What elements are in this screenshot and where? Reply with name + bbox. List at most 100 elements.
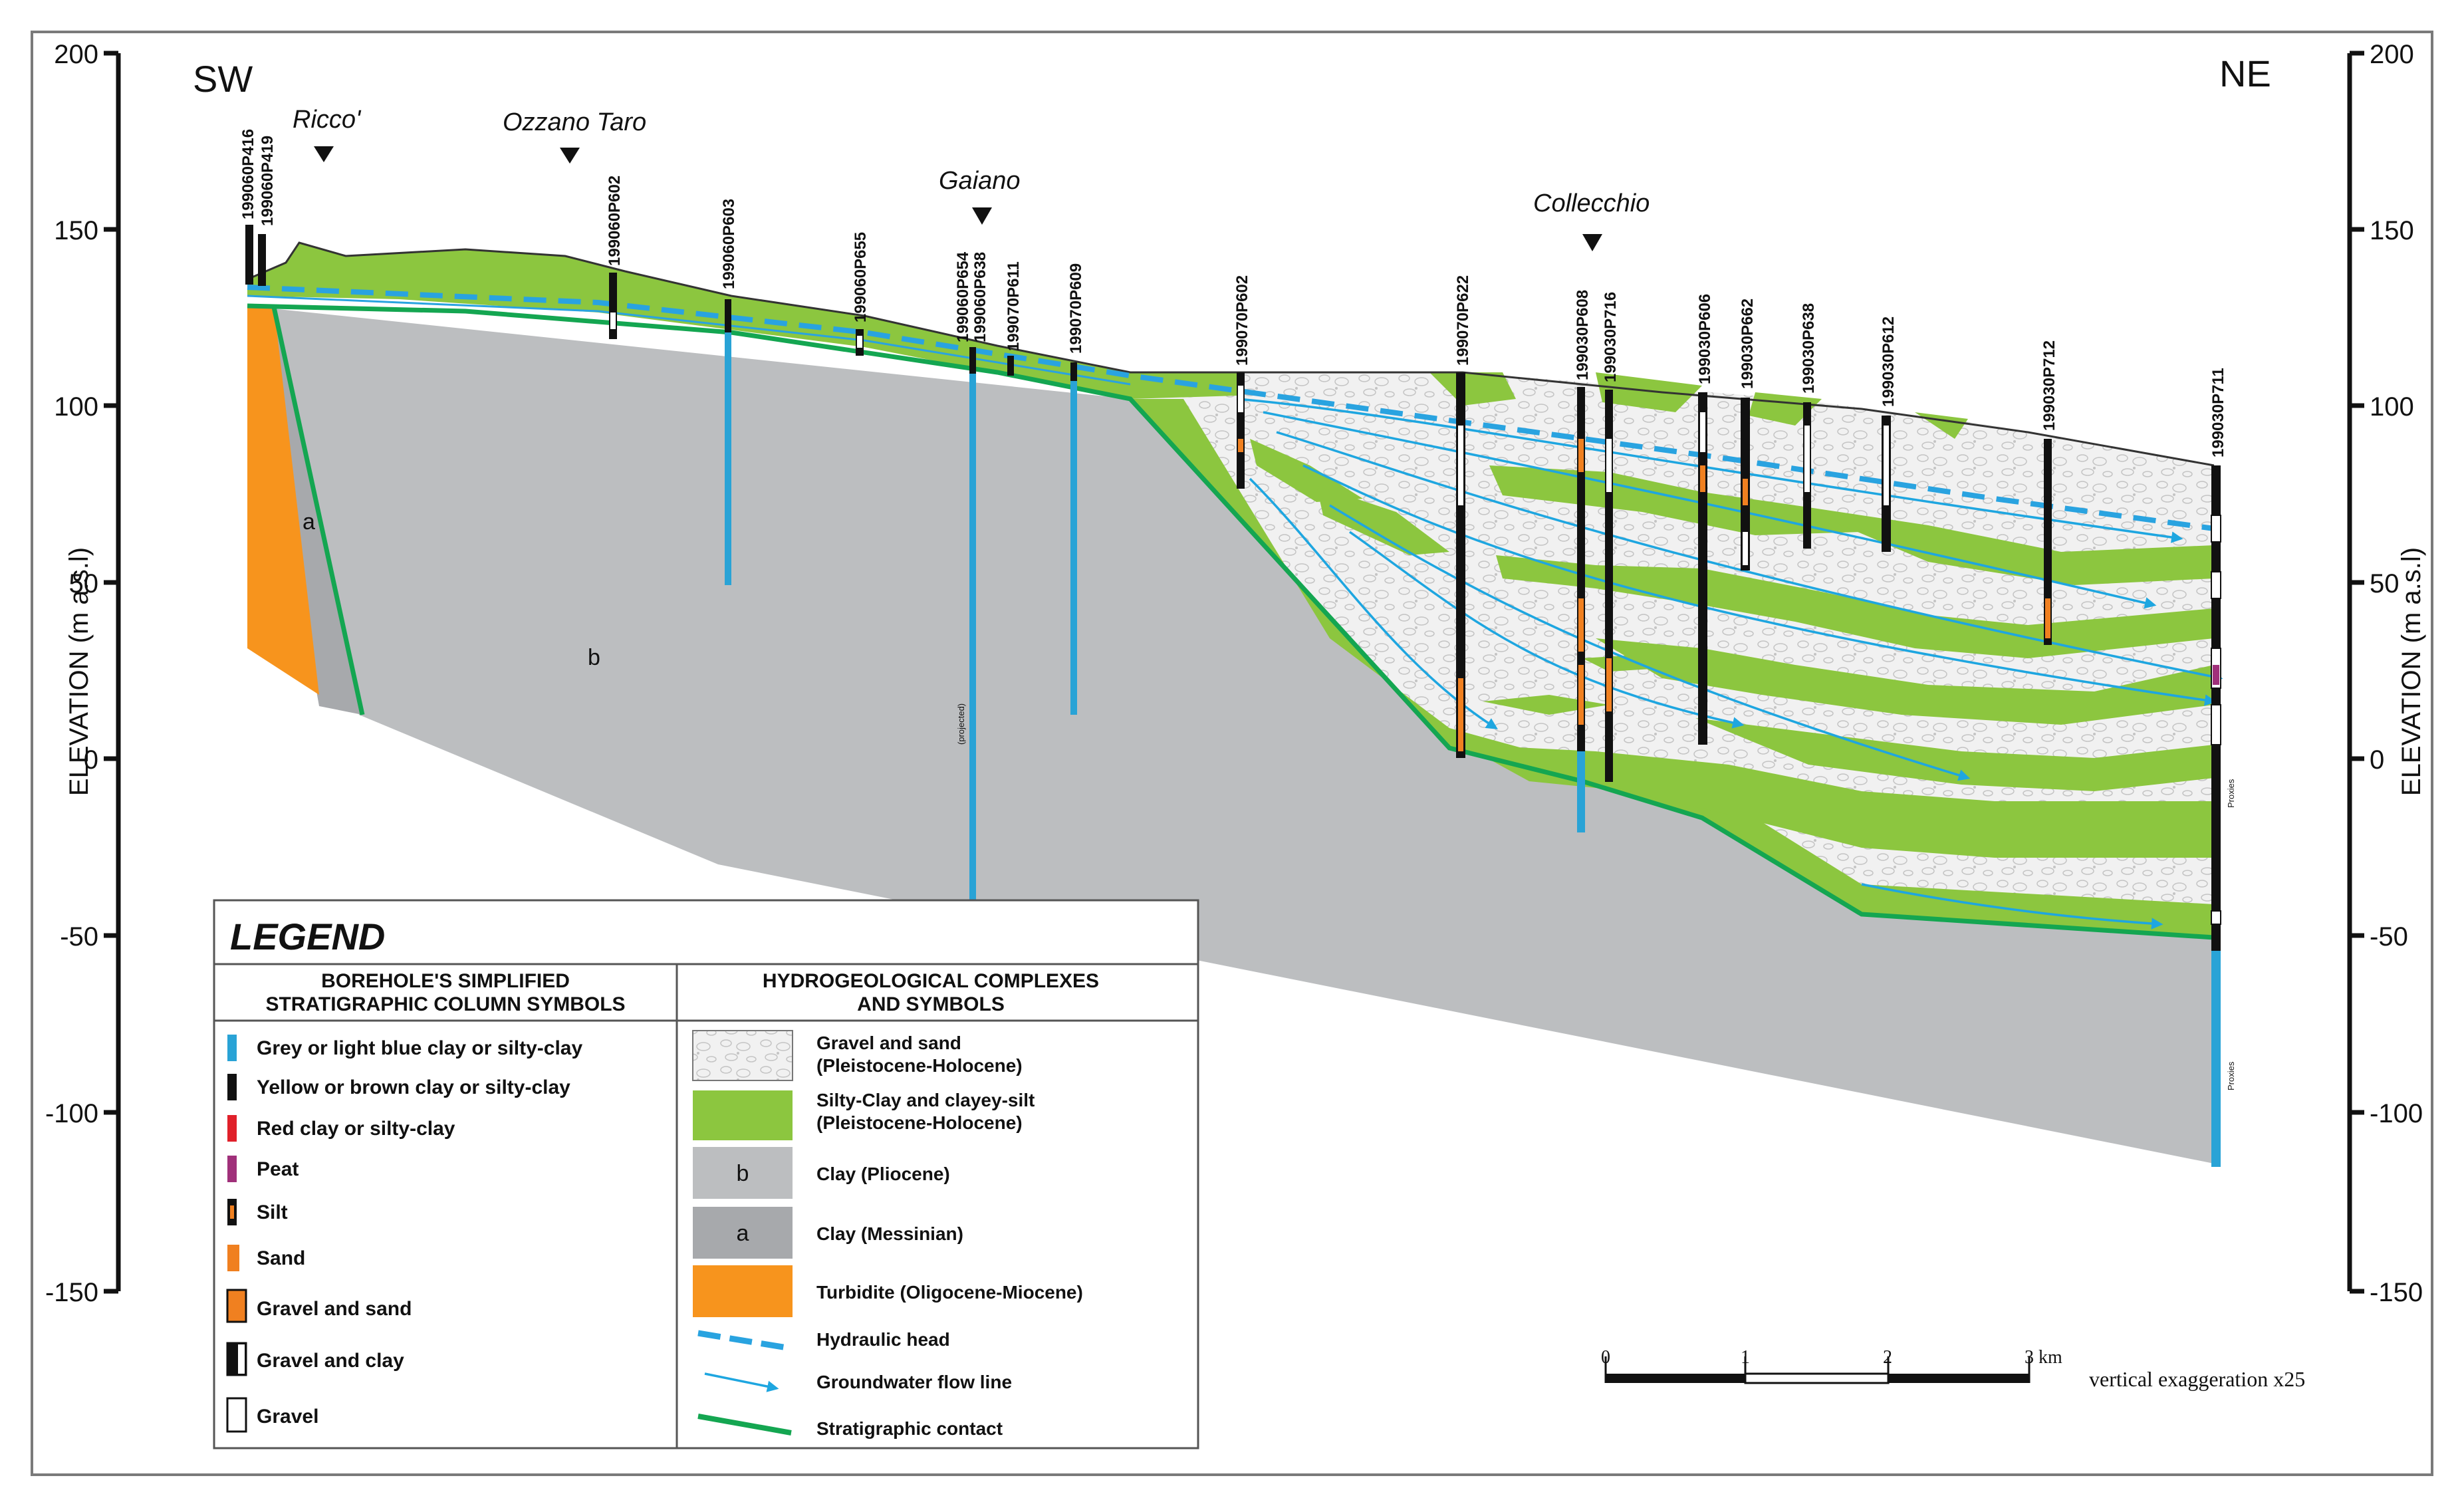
borehole-label: 199060P655 xyxy=(852,232,870,322)
left-tick-minus50: -50 xyxy=(60,922,98,951)
complex-title: Clay (Pliocene) xyxy=(816,1164,950,1184)
borehole-label: 199030P716 xyxy=(1602,292,1620,382)
borehole-label: 199060P419 xyxy=(259,136,277,226)
legend-item-label: Gravel xyxy=(257,1406,318,1428)
borehole-columns xyxy=(245,225,2221,1167)
borehole-label: 199070P602 xyxy=(1233,275,1251,366)
line-symbol-label: Hydraulic head xyxy=(816,1329,950,1350)
legend-right-header-line2: AND SYMBOLS xyxy=(857,993,1005,1015)
legend-item-label: Gravel and clay xyxy=(257,1350,404,1372)
symbol-red-clay xyxy=(227,1115,237,1142)
complex-title: Gravel and sand xyxy=(816,1033,961,1053)
scale-tick-3km: 3 km xyxy=(2025,1347,2062,1368)
borehole-label: 199060P603 xyxy=(720,199,738,289)
legend: LEGEND BOREHOLE'S SIMPLIFIED STRATIGRAPH… xyxy=(213,899,1199,1449)
right-tick-0: 0 xyxy=(2370,745,2384,775)
right-tick-150: 150 xyxy=(2370,216,2414,245)
legend-item-label: Silt xyxy=(257,1201,288,1223)
legend-left-header-line1: BOREHOLE'S SIMPLIFIED xyxy=(321,970,570,992)
swatch-letter-b: b xyxy=(737,1161,749,1186)
locality-marker-ozzano-taro xyxy=(560,148,580,164)
direction-sw: SW xyxy=(193,58,253,100)
swatch-pliocene-clay xyxy=(693,1147,793,1199)
borehole-label: 199030P662 xyxy=(1739,299,1757,389)
left-tick-minus150: -150 xyxy=(45,1278,98,1307)
legend-item-label: Yellow or brown clay or silty-clay xyxy=(257,1076,570,1098)
swatch-turbidite xyxy=(693,1265,793,1317)
symbol-peat xyxy=(227,1156,237,1182)
localities: Ricco' Ozzano Taro Gaiano Collecchio xyxy=(293,106,1650,251)
direction-ne: NE xyxy=(2219,53,2271,94)
swatch-messinian-clay xyxy=(693,1207,793,1259)
borehole-label: 199060P602 xyxy=(606,176,624,266)
cross-section xyxy=(247,241,2223,1164)
left-tick-minus100: -100 xyxy=(45,1099,98,1128)
ground-surface-line xyxy=(247,241,2215,467)
right-tick-50: 50 xyxy=(2370,569,2400,598)
groundwater-flow-lines xyxy=(1236,398,2223,930)
borehole-label: 199030P606 xyxy=(1696,294,1714,384)
borehole-label: 199070P611 xyxy=(1005,261,1023,351)
symbol-hydraulic-head xyxy=(697,1330,792,1352)
right-tick-minus100: -100 xyxy=(2370,1099,2423,1128)
complex-title: Turbidite (Oligocene-Miocene) xyxy=(816,1282,1083,1303)
symbol-yellow-clay xyxy=(227,1074,237,1100)
swatch-gravel-sand xyxy=(692,1030,793,1081)
complex-title: Clay (Messinian) xyxy=(816,1223,963,1244)
symbol-stratigraphic-contact xyxy=(697,1414,792,1436)
proxy-label: Proxies xyxy=(2226,779,2236,808)
borehole-labels: 199060P416 199060P419 199060P602 199060P… xyxy=(239,129,2227,457)
symbol-gravel xyxy=(226,1397,247,1433)
borehole-label: 199030P612 xyxy=(1880,316,1898,407)
legend-item-label: Red clay or silty-clay xyxy=(257,1118,455,1140)
scale-tick-1: 1 xyxy=(1741,1347,1750,1368)
left-tick-100: 100 xyxy=(54,392,98,422)
locality-marker-ricco xyxy=(314,146,334,162)
projected-label: (projected) xyxy=(956,703,966,745)
locality-gaiano: Gaiano xyxy=(939,167,1021,195)
left-tick-50: 50 xyxy=(69,569,99,598)
hydraulic-head-line xyxy=(247,285,2215,531)
swatch-letter-a: a xyxy=(737,1221,749,1246)
stratigraphic-contacts xyxy=(247,303,2215,940)
borehole-label: 199030P638 xyxy=(1800,303,1818,394)
right-tick-200: 200 xyxy=(2370,40,2414,69)
swatch-silty-clay xyxy=(693,1090,793,1140)
locality-marker-gaiano xyxy=(972,207,992,225)
locality-marker-collecchio xyxy=(1582,234,1602,251)
scale-bar: 0 1 2 3 km vertical exaggeration x25 xyxy=(1601,1347,2305,1391)
right-tick-minus50: -50 xyxy=(2370,922,2408,951)
silty-clay-lenses xyxy=(1250,372,2214,858)
unit-label-b: b xyxy=(588,645,600,670)
right-elevation-axis: 200 150 100 50 0 -50 -100 -150 ELEVATION… xyxy=(2347,40,2426,1307)
complex-subtitle: (Pleistocene-Holocene) xyxy=(816,1112,1023,1133)
legend-complexes: Gravel and sand (Pleistocene-Holocene) S… xyxy=(692,1030,1083,1317)
legend-item-label: Grey or light blue clay or silty-clay xyxy=(257,1037,582,1059)
complex-subtitle: (Pleistocene-Holocene) xyxy=(816,1055,1023,1076)
symbol-flow-line xyxy=(704,1372,779,1392)
legend-left-header-line2: STRATIGRAPHIC COLUMN SYMBOLS xyxy=(265,993,625,1015)
turbidite-unit xyxy=(247,306,319,695)
borehole-label: 199070P609 xyxy=(1067,263,1085,354)
legend-column-symbols: Grey or light blue clay or silty-clay Ye… xyxy=(226,1035,582,1433)
legend-right-header-line1: HYDROGEOLOGICAL COMPLEXES xyxy=(763,970,1099,992)
legend-item-label: Gravel and sand xyxy=(257,1298,412,1320)
borehole-label: 199030P711 xyxy=(2209,368,2227,457)
left-tick-0: 0 xyxy=(84,745,98,775)
locality-ricco: Ricco' xyxy=(293,106,362,134)
line-symbol-label: Groundwater flow line xyxy=(816,1372,1012,1392)
legend-title: LEGEND xyxy=(230,916,385,957)
complex-title: Silty-Clay and clayey-silt xyxy=(816,1090,1035,1110)
borehole-label: 199060P416 xyxy=(239,129,257,219)
vertical-exaggeration-note: vertical exaggeration x25 xyxy=(2089,1367,2305,1391)
legend-line-symbols: Hydraulic head Groundwater flow line Str… xyxy=(697,1329,1012,1439)
left-tick-200: 200 xyxy=(54,40,98,69)
left-elevation-axis: 200 150 100 50 0 -50 -100 -150 ELEVATION… xyxy=(45,40,121,1307)
right-tick-minus150: -150 xyxy=(2370,1278,2423,1307)
borehole-label: 199060P638 xyxy=(971,252,989,342)
left-tick-150: 150 xyxy=(54,216,98,245)
figure-frame xyxy=(31,31,2433,1476)
symbol-sand xyxy=(227,1245,239,1271)
legend-item-label: Peat xyxy=(257,1158,299,1180)
legend-item-label: Sand xyxy=(257,1247,305,1269)
